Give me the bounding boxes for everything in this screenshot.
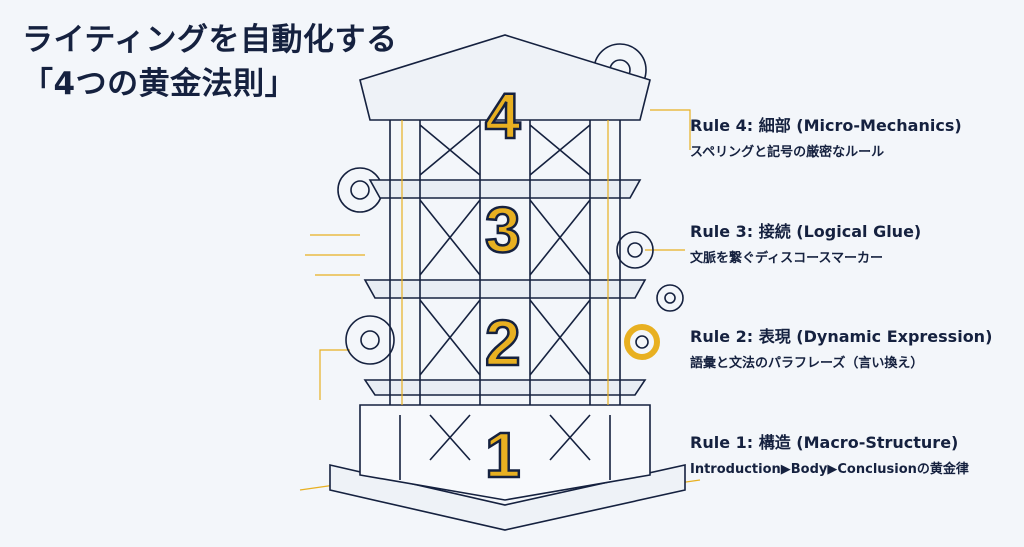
rule-subtitle: 語彙と文法のパラフレーズ（言い換え） bbox=[690, 356, 924, 371]
rule-heading: Rule 1: 構造 (Macro-Structure) bbox=[690, 433, 959, 452]
gear-icon bbox=[345, 315, 395, 365]
floor-number-4: 4 bbox=[485, 80, 521, 152]
rule-3: Rule 3: 接続 (Logical Glue) 文脈を繋ぐディスコースマーカ… bbox=[690, 218, 921, 266]
floor-number-3: 3 bbox=[485, 194, 521, 266]
rule-subtitle: Introduction▶Body▶Conclusionの黄金律 bbox=[690, 462, 969, 477]
page-title: ライティングを自動化する 「4つの黄金法則」 bbox=[22, 18, 398, 106]
rule-heading: Rule 4: 細部 (Micro-Mechanics) bbox=[690, 116, 962, 135]
rule-4: Rule 4: 細部 (Micro-Mechanics) スペリングと記号の厳密… bbox=[690, 112, 962, 160]
title-line-2: 「4つの黄金法則」 bbox=[22, 66, 297, 102]
floor-number-2: 2 bbox=[485, 307, 521, 379]
gear-icon bbox=[656, 284, 684, 312]
rule-subtitle: 文脈を繋ぐディスコースマーカー bbox=[690, 251, 884, 266]
tower-illustration: 4 3 2 1 bbox=[299, 34, 701, 531]
floor-number-1: 1 bbox=[485, 419, 521, 491]
rule-2: Rule 2: 表現 (Dynamic Expression) 語彙と文法のパラ… bbox=[690, 323, 992, 371]
gear-icon bbox=[616, 231, 654, 269]
rule-subtitle: スペリングと記号の厳密なルール bbox=[690, 145, 885, 160]
rule-heading: Rule 3: 接続 (Logical Glue) bbox=[690, 222, 922, 241]
rule-1: Rule 1: 構造 (Macro-Structure) Introductio… bbox=[690, 429, 969, 477]
gear-icon bbox=[624, 324, 660, 360]
rule-heading: Rule 2: 表現 (Dynamic Expression) bbox=[690, 327, 993, 346]
title-line-1: ライティングを自動化する bbox=[22, 22, 398, 58]
